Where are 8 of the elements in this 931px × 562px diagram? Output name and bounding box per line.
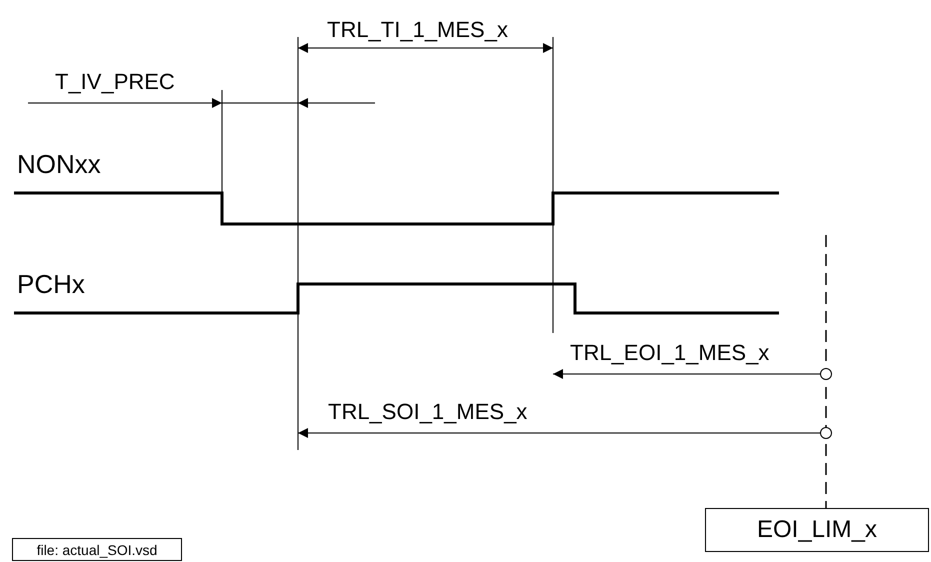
file-note-box: file: actual_SOI.vsd [12,538,182,561]
signal-name: PCHx [17,271,85,297]
signal-name: NONxx [17,151,101,177]
timing-label: TRL_EOI_1_MES_x [570,342,770,364]
timing-label: T_IV_PREC [55,71,175,93]
timing-label: TRL_TI_1_MES_x [327,19,508,41]
timing-label: TRL_SOI_1_MES_x [328,401,528,423]
signal-box: EOI_LIM_x [705,508,929,552]
